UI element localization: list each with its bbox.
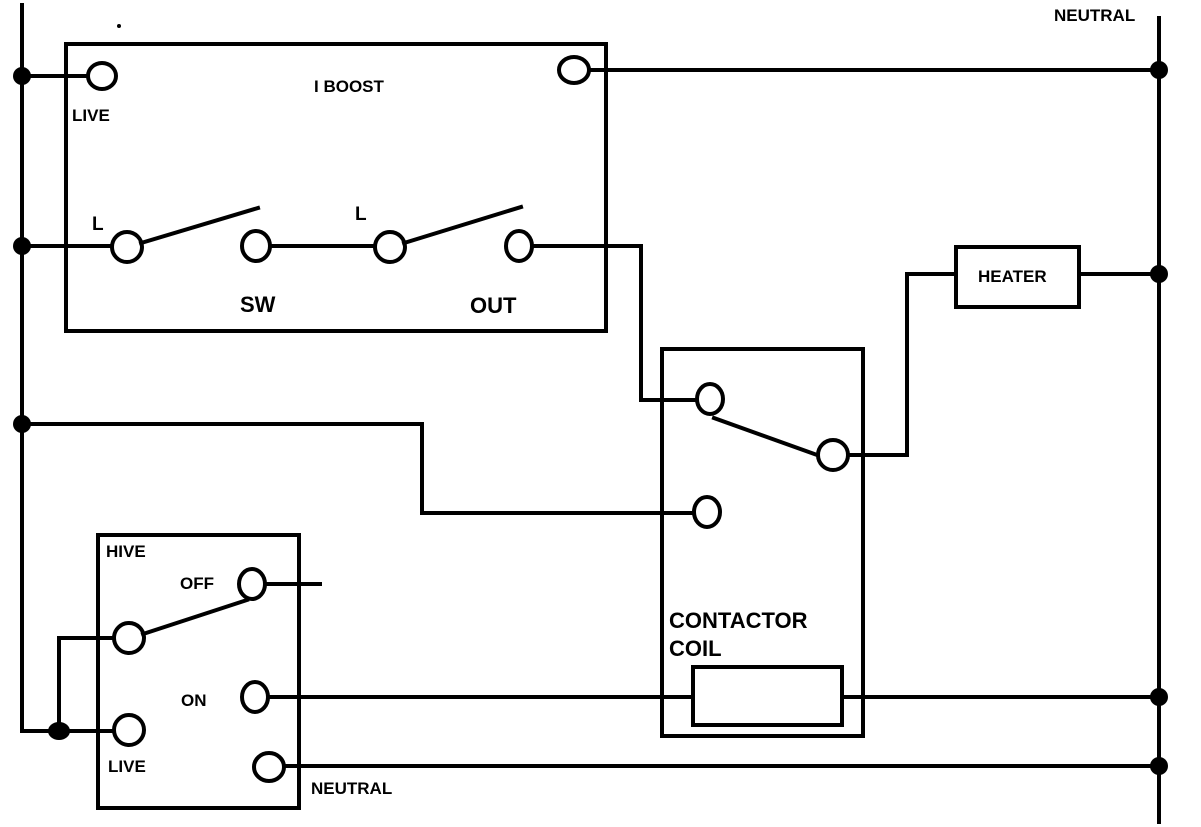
- hive-off-terminal: [237, 567, 267, 601]
- junction-dot: [1150, 61, 1168, 79]
- sw-terminal: [240, 229, 272, 263]
- iboost-box: [64, 42, 608, 333]
- junction-dot: [1150, 688, 1168, 706]
- hive-title: HIVE: [106, 542, 146, 561]
- iboost-live-terminal: [86, 61, 118, 91]
- junction-dot: [1150, 757, 1168, 775]
- junction-dot: [48, 722, 70, 740]
- junction-dot: [1150, 265, 1168, 283]
- hive-neutral-label: NEUTRAL: [311, 779, 392, 798]
- contactor-label-line1: CONTACTOR: [669, 608, 808, 633]
- hive-contact: [140, 597, 250, 637]
- contactor-contact: [711, 415, 820, 458]
- contactor-in-terminal: [695, 382, 725, 416]
- hive-live-terminal: [112, 713, 146, 747]
- iboost-title: I BOOST: [314, 77, 385, 96]
- junction-dot: [13, 67, 31, 85]
- sw-label: SW: [240, 292, 276, 317]
- heater-box: [954, 245, 1081, 309]
- contactor-label-line2: COIL: [669, 636, 722, 661]
- junction-dot: [13, 415, 31, 433]
- contactor-out-terminal: [816, 438, 850, 472]
- junction-dot: [13, 237, 31, 255]
- out-l-label: L: [355, 204, 367, 225]
- sw-contact: [138, 205, 261, 246]
- out-contact: [401, 204, 524, 246]
- iboost-live-label: LIVE: [72, 106, 110, 125]
- out-label: OUT: [470, 293, 517, 318]
- contactor-to-heater-wire: [846, 272, 958, 457]
- stray-mark: [117, 24, 121, 28]
- heater-label: HEATER: [978, 267, 1047, 286]
- sw-l-terminal: [110, 230, 144, 264]
- neutral-rail-label: NEUTRAL: [1054, 6, 1135, 25]
- hive-on-label: ON: [181, 691, 207, 710]
- hive-box: [96, 533, 301, 810]
- live-to-contactor-wire: [20, 422, 696, 515]
- hive-off-label: OFF: [180, 574, 214, 593]
- out-to-contactor-wire: [531, 244, 698, 402]
- contactor-coil: [691, 665, 844, 727]
- hive-neutral-terminal: [252, 751, 286, 783]
- hive-common-link-wire: [57, 636, 116, 733]
- hive-live-label: LIVE: [108, 757, 146, 776]
- contactor-box: [660, 347, 865, 738]
- hive-common-terminal: [112, 621, 146, 655]
- iboost-neutral-terminal: [557, 55, 591, 85]
- sw-l-label: L: [92, 214, 104, 235]
- out-l-terminal: [373, 230, 407, 264]
- contactor-rest-terminal: [692, 495, 722, 529]
- hive-on-terminal: [240, 680, 270, 714]
- out-terminal: [504, 229, 534, 263]
